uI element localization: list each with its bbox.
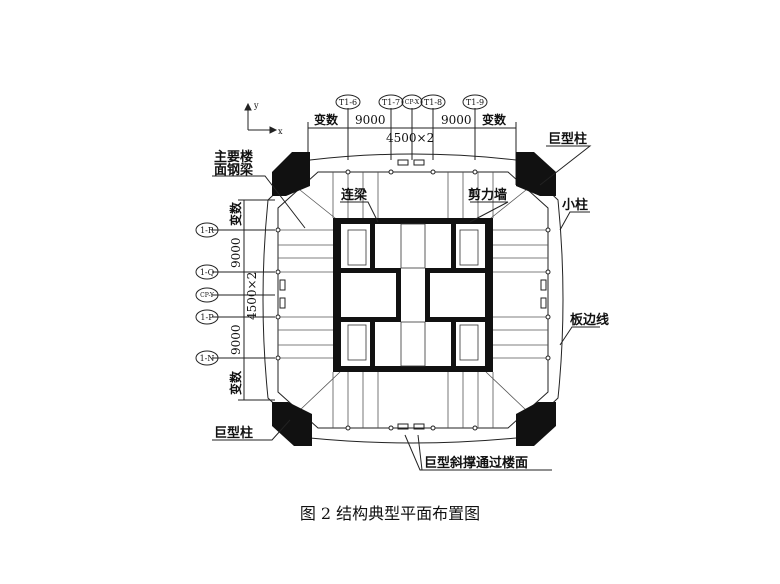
annotation-leaders <box>212 145 600 471</box>
top-dimensions: 变数 9000 9000 变数 4500×2 T1-6 T1-7 CP-X T1… <box>307 94 517 185</box>
x-axis-label: x <box>278 127 283 136</box>
label-small-column: 小柱 <box>562 197 588 213</box>
core-partitions <box>347 223 479 367</box>
label-mega-brace: 巨型斜撑通过楼面 <box>424 455 528 471</box>
label-coupling-beam: 连梁 <box>341 187 368 203</box>
label-main-floor-beam-line2: 面钢梁 <box>214 162 254 178</box>
axis-bubble-t1-6: T1-6 <box>339 98 357 107</box>
axis-indicator: y x <box>244 101 283 136</box>
left-dimensions: 变数 9000 4500×2 9000 变数 1-R 1-Q CP-Y 1-P … <box>195 199 275 401</box>
label-mega-column-bottom-left: 巨型柱 <box>214 425 253 441</box>
dim-9000-bottom: 9000 <box>229 324 243 355</box>
dim-9000-right: 9000 <box>441 113 472 127</box>
label-shear-wall: 剪力墙 <box>468 187 507 203</box>
mega-columns <box>272 152 556 446</box>
dim-variable-right: 变数 <box>482 112 507 127</box>
dim-9000-top: 9000 <box>229 237 243 268</box>
dim-variable-bottom: 变数 <box>228 370 243 395</box>
core-shear-walls <box>333 218 493 372</box>
axis-bubble-1-n: 1-N <box>200 354 215 363</box>
label-mega-column-top-right: 巨型柱 <box>548 131 587 147</box>
floor-beams <box>278 172 548 428</box>
axis-bubble-1-r: 1-R <box>200 226 215 235</box>
label-main-floor-beam-line1: 主要楼 <box>214 149 253 165</box>
annotation-labels: 主要楼 面钢梁 连梁 剪力墙 巨型柱 小柱 板边线 巨型柱 巨型斜撑通过楼面 <box>214 131 609 471</box>
brace-connections <box>279 159 547 430</box>
dim-variable-top: 变数 <box>228 201 243 226</box>
axis-bubble-1-p: 1-P <box>200 313 214 322</box>
small-columns <box>275 169 551 431</box>
inner-ring-beam <box>277 171 549 429</box>
dim-total-left: 4500×2 <box>245 272 259 320</box>
dim-9000-left: 9000 <box>355 113 386 127</box>
top-axis-bubbles: T1-6 T1-7 CP-X T1-8 T1-9 <box>335 94 488 110</box>
axis-bubble-t1-8: T1-8 <box>424 98 442 107</box>
dim-total-top: 4500×2 <box>386 131 434 145</box>
axis-bubble-t1-9: T1-9 <box>466 98 484 107</box>
y-axis-label: y <box>253 101 259 110</box>
axis-bubble-1-q: 1-Q <box>200 268 215 277</box>
dim-variable-left: 变数 <box>314 112 339 127</box>
axis-bubble-cp-x: CP-X <box>405 99 420 106</box>
axis-bubble-cp-y: CP-Y <box>200 292 215 299</box>
slab-edge-outline <box>262 153 564 444</box>
axis-bubble-t1-7: T1-7 <box>382 98 400 107</box>
label-slab-edge: 板边线 <box>570 312 609 328</box>
figure-caption: 图 2 结构典型平面布置图 <box>299 504 481 523</box>
